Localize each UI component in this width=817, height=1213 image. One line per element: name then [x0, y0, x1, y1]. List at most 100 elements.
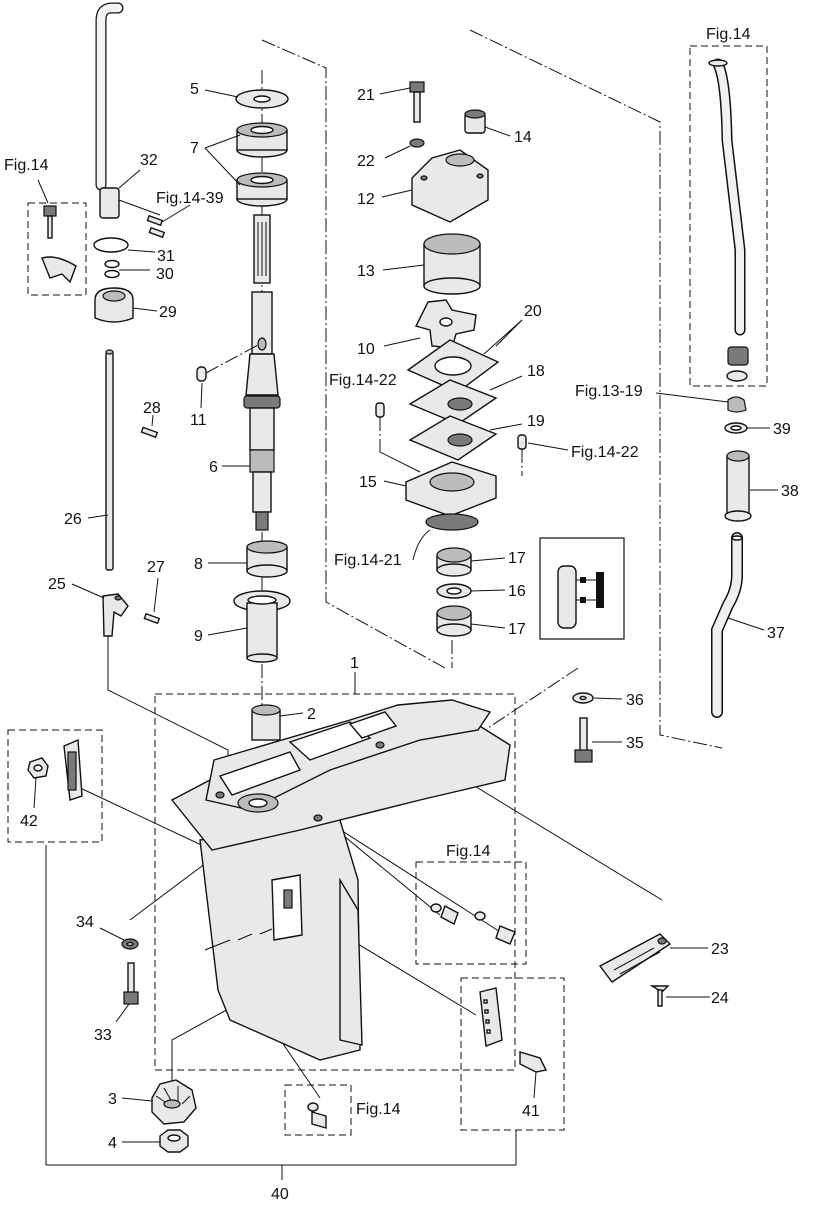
callout-10: 10 — [357, 341, 375, 358]
callout-40: 40 — [271, 1186, 289, 1203]
leader-31 — [127, 249, 156, 253]
shim-5 — [235, 89, 289, 109]
leader-fig14-39 — [161, 204, 191, 223]
driveshaft-6 — [243, 214, 281, 531]
gearcase-1 — [170, 699, 511, 1061]
callout-7: 7 — [190, 140, 199, 157]
callout-36: 36 — [626, 692, 644, 709]
pinion-nut-4 — [122, 1129, 189, 1153]
callout-26: 26 — [64, 511, 82, 528]
screw-24 — [649, 985, 710, 1007]
callout-12: 12 — [357, 191, 375, 208]
sleeve-8 — [246, 540, 288, 578]
chain-line-pinion — [171, 1007, 231, 1090]
pin-28 — [140, 414, 159, 439]
figref-fig14-39: Fig.14-39 — [156, 190, 224, 207]
figref-fig14-mid: Fig.14 — [446, 843, 491, 860]
callout-23: 23 — [711, 941, 729, 958]
callout-16: 16 — [508, 583, 526, 600]
needle-bearing-2 — [251, 704, 304, 741]
washer-36 — [572, 692, 623, 704]
callout-15: 15 — [359, 474, 377, 491]
leader-7b — [204, 147, 241, 186]
seal-31 — [93, 237, 129, 253]
figref-fig14-bottom: Fig.14 — [356, 1101, 401, 1118]
bolt-35 — [574, 717, 622, 763]
callout-8: 8 — [194, 556, 203, 573]
impeller-10 — [383, 299, 477, 349]
o-rings-30 — [104, 259, 120, 279]
pinion-gear-3 — [121, 1079, 197, 1125]
callout-30: 30 — [156, 266, 174, 283]
callout-34: 34 — [76, 914, 94, 931]
callout-19: 19 — [527, 413, 545, 430]
washer-22 — [384, 138, 425, 159]
pin-fig14-22-right — [517, 434, 569, 476]
chain-line-pump-group — [469, 29, 723, 749]
callout-5: 5 — [190, 81, 199, 98]
pump-housing-12 — [381, 149, 489, 223]
fig14-box-bolt-plate — [27, 202, 87, 296]
bracket-40 — [45, 845, 517, 1166]
chain-line-shift-rod — [107, 635, 229, 790]
callout-17-lower: 17 — [508, 621, 526, 638]
grommet-29 — [94, 287, 134, 323]
callout-18: 18 — [527, 363, 545, 380]
callout-9: 9 — [194, 628, 203, 645]
anode-42 — [27, 738, 83, 809]
fig14-box-screws — [415, 861, 527, 965]
anode-box-42 — [7, 729, 103, 843]
plate-18 — [408, 375, 523, 425]
pin-27 — [143, 612, 161, 625]
leader-15b — [379, 451, 421, 473]
pump-base-15 — [383, 461, 497, 517]
spacer-16 — [436, 583, 506, 599]
fig14-box-plug — [284, 1084, 352, 1136]
leader-fig14-left — [37, 179, 49, 204]
callout-25: 25 — [48, 576, 66, 593]
callout-41: 41 — [522, 1103, 540, 1120]
grommet-fig13-19 — [655, 392, 747, 413]
gasket-fig14-21 — [412, 513, 479, 561]
callout-4: 4 — [108, 1135, 117, 1152]
callout-3: 3 — [108, 1091, 117, 1108]
tube-grommet-38 — [724, 450, 778, 522]
gearcase-group-box — [154, 693, 516, 1071]
figref-fig14-22-right: Fig.14-22 — [571, 444, 639, 461]
callout-21: 21 — [357, 87, 375, 104]
seal-39 — [724, 422, 770, 434]
leader-5 — [204, 89, 239, 98]
screws-fig14 — [430, 903, 516, 945]
inset-tube-clip-detail — [557, 565, 604, 629]
callout-32: 32 — [140, 152, 158, 169]
callout-11: 11 — [190, 412, 207, 429]
bearing-7-upper — [236, 122, 288, 158]
figref-fig14-21: Fig.14-21 — [334, 552, 402, 569]
leader-11 — [200, 382, 203, 409]
callout-42: 42 — [20, 813, 38, 830]
anode-box-41 — [460, 977, 565, 1131]
chain-line-driveshaft-group — [261, 39, 446, 669]
oil-seal-17-lower — [436, 605, 506, 637]
shift-rod-26 — [87, 349, 114, 571]
inset-detail-box — [539, 537, 625, 640]
callout-14: 14 — [514, 129, 532, 146]
callout-39: 39 — [773, 421, 791, 438]
chain-line-anode-42 — [75, 785, 213, 851]
callout-6: 6 — [209, 459, 218, 476]
figref-fig14-22-left: Fig.14-22 — [329, 372, 397, 389]
callout-29: 29 — [159, 304, 177, 321]
callout-38: 38 — [781, 483, 799, 500]
water-pipe-32 — [95, 2, 166, 239]
callout-20: 20 — [524, 303, 542, 320]
callout-27: 27 — [147, 559, 165, 576]
leader-27 — [153, 577, 159, 613]
bolt-21 — [379, 81, 425, 123]
callout-33: 33 — [94, 1027, 112, 1044]
callout-31: 31 — [157, 248, 175, 265]
key-11 — [196, 344, 259, 382]
water-tube-fig14 — [708, 58, 749, 382]
water-tube-37 — [711, 532, 765, 718]
figref-fig14-left: Fig.14 — [4, 157, 49, 174]
